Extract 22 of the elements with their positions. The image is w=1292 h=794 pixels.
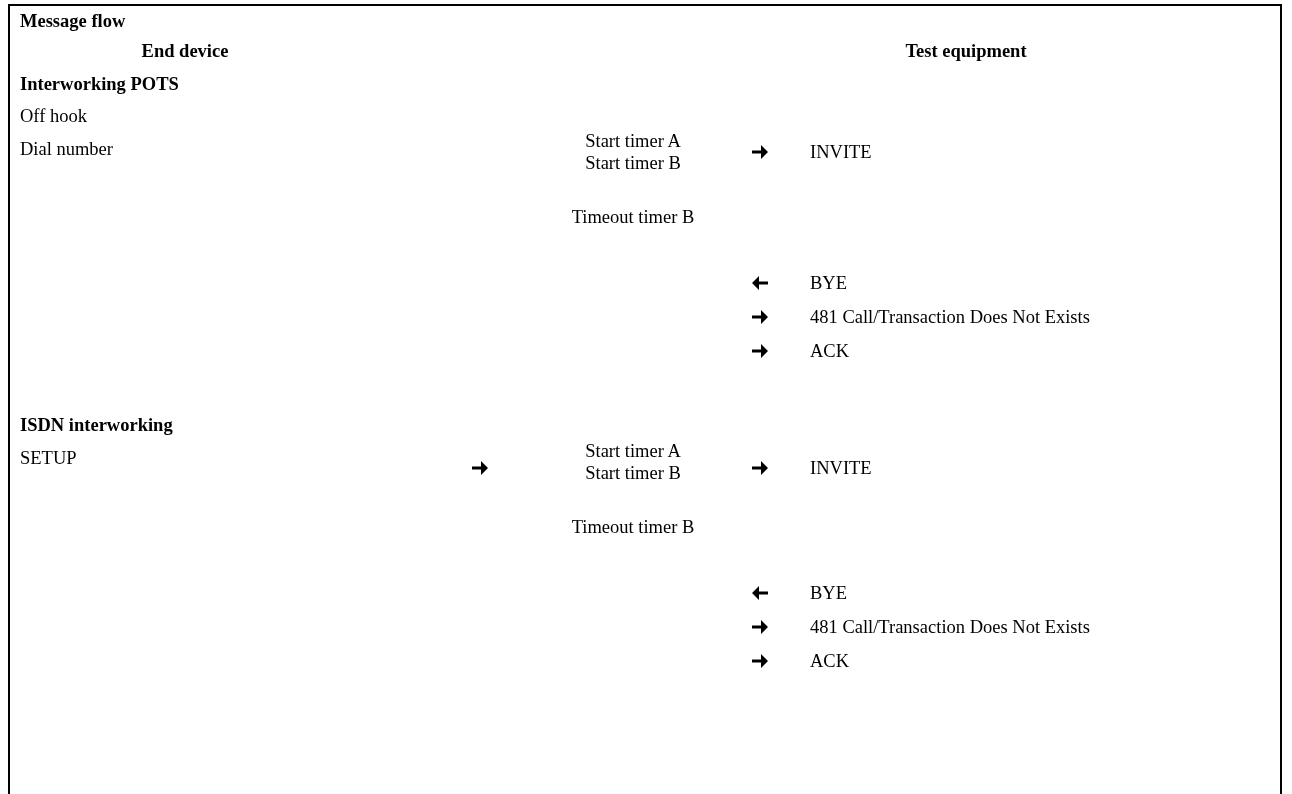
step-text: SETUP: [20, 447, 77, 469]
step-text: Off hook: [20, 105, 87, 127]
table-heading: Message flow: [20, 10, 126, 32]
timer-text: Start timer B: [585, 462, 681, 484]
message-name: 481 Call/Transaction Does Not Exists: [810, 616, 1090, 638]
column-heading: Test equipment: [905, 40, 1027, 62]
timer-text: Start timer B: [585, 152, 681, 174]
step-text: Dial number: [20, 138, 113, 160]
message-name: BYE: [810, 272, 847, 294]
message-name: 481 Call/Transaction Does Not Exists: [810, 306, 1090, 328]
message-name: BYE: [810, 582, 847, 604]
timer-text: Start timer A: [585, 130, 681, 152]
timer-text: Timeout timer B: [571, 206, 695, 228]
column-heading: End device: [141, 40, 229, 62]
message-name: INVITE: [810, 457, 872, 479]
section-heading: Interworking POTS: [20, 73, 179, 95]
timer-text: Timeout timer B: [571, 516, 695, 538]
message-name: ACK: [810, 340, 850, 362]
section-heading: ISDN interworking: [20, 414, 173, 436]
message-name: INVITE: [810, 141, 872, 163]
timer-text: Start timer A: [585, 440, 681, 462]
message-name: ACK: [810, 650, 850, 672]
